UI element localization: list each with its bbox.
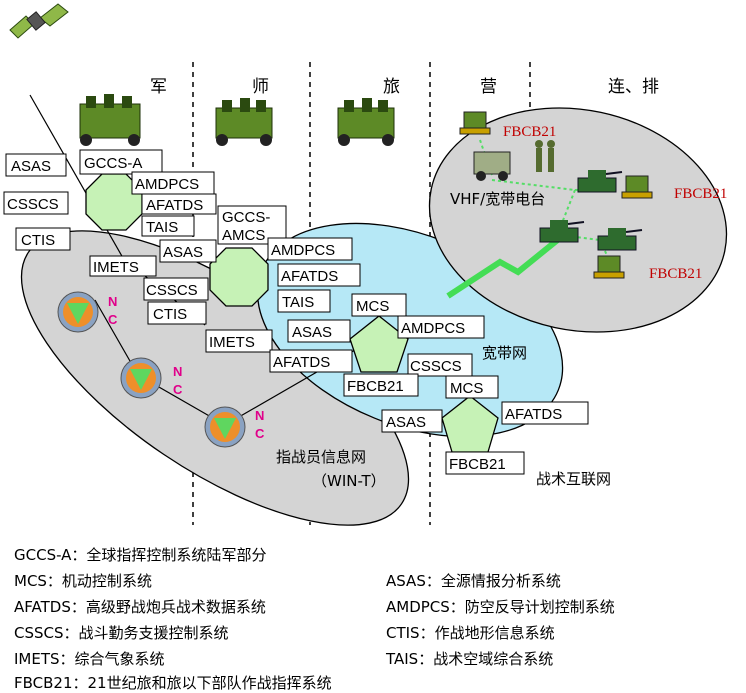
nc-node-icon xyxy=(204,406,246,448)
label-afatds: AFATDS xyxy=(281,268,338,285)
tank-icon xyxy=(577,170,623,193)
label-fbcb21: FBCB21 xyxy=(449,456,506,473)
level-army: 军 xyxy=(150,77,167,97)
level-brigade: 旅 xyxy=(383,77,400,97)
company-fbcb21-label: FBCB21 xyxy=(649,266,702,282)
svg-text:C: C xyxy=(108,312,118,327)
label-asas: ASAS xyxy=(163,244,203,261)
company-fbcb21-label: FBCB21 xyxy=(503,124,556,140)
label-ctis: CTIS xyxy=(21,232,55,249)
svg-text:C: C xyxy=(173,382,183,397)
label-imets: IMETS xyxy=(209,334,255,351)
legend-item: ASAS：全源情报分析系统 xyxy=(386,572,561,590)
wint-network-label: （WIN-T） xyxy=(312,472,386,490)
label-csscs: CSSCS xyxy=(146,282,198,299)
legend-item: CTIS：作战地形信息系统 xyxy=(386,624,555,642)
label-amdpcs: AMDPCS xyxy=(135,176,199,193)
label-afatds: AFATDS xyxy=(505,406,562,423)
label-fbcb21: FBCB21 xyxy=(347,378,404,395)
svg-text:N: N xyxy=(108,294,117,309)
nc-label: NC NC NC xyxy=(108,294,265,441)
tactical-internet-label: 战术互联网 xyxy=(536,470,611,488)
tank-icon xyxy=(597,228,643,251)
legend-item: MCS：机动控制系统 xyxy=(14,572,152,590)
satellite-icon xyxy=(9,3,69,39)
label-mcs: MCS xyxy=(356,298,389,315)
tank-icon xyxy=(539,220,585,243)
legend-item: TAIS：战术空域综合系统 xyxy=(386,650,554,668)
label-afatds: AFATDS xyxy=(146,197,203,214)
label-gccs: GCCS- xyxy=(222,209,270,226)
division-command-octagon xyxy=(209,247,269,307)
label-asas: ASAS xyxy=(386,414,426,431)
laptop-icon xyxy=(593,255,625,279)
broadband-network-label: 宽带网 xyxy=(482,344,527,362)
label-tais: TAIS xyxy=(146,219,178,236)
army-command-octagon xyxy=(85,173,143,231)
label-ctis: CTIS xyxy=(153,306,187,323)
label-amdpcs: AMDPCS xyxy=(271,242,335,259)
network-diagram: 军 师 旅 营 连、排 xyxy=(3,3,727,526)
legend-item: AFATDS：高级野战炮兵战术数据系统 xyxy=(14,598,266,616)
soldiers-icon xyxy=(535,140,555,172)
vhf-radio-label: VHF/宽带电台 xyxy=(450,190,545,208)
label-asas: ASAS xyxy=(11,158,51,175)
legend-item: IMETS：综合气象系统 xyxy=(14,650,165,668)
division-hq-vehicle-icon xyxy=(215,98,273,146)
legend-item: FBCB21：21世纪旅和旅以下部队作战指挥系统 xyxy=(14,674,332,692)
nc-node-icon xyxy=(120,357,162,399)
legend-item: CSSCS：战斗勤务支援控制系统 xyxy=(14,624,229,642)
radio-link xyxy=(446,235,562,299)
label-csscs: CSSCS xyxy=(7,196,59,213)
label-tais: TAIS xyxy=(282,294,314,311)
battalion-system-labels: MCS ASAS AFATDS FBCB21 xyxy=(381,375,589,475)
label-csscs: CSSCS xyxy=(410,358,462,375)
svg-text:N: N xyxy=(173,364,182,379)
label-afatds: AFATDS xyxy=(273,354,330,371)
label-asas: ASAS xyxy=(292,324,332,341)
division-system-labels: GCCS- AMCS AMDPCS AFATDS CSSCS TAIS CTIS… xyxy=(143,205,361,373)
brigade-system-labels: MCS AMDPCS CSSCS FBCB21 xyxy=(343,293,485,397)
level-company: 连、排 xyxy=(608,77,659,97)
svg-text:N: N xyxy=(255,408,264,423)
label-mcs: MCS xyxy=(450,380,483,397)
humvee-icon xyxy=(473,151,511,181)
laptop-icon xyxy=(621,175,653,199)
company-fbcb21-label: FBCB21 xyxy=(674,186,727,202)
wint-network-label: 指战员信息网 xyxy=(276,448,366,466)
army-hq-vehicle-icon xyxy=(79,94,141,146)
laptop-icon xyxy=(459,111,491,135)
level-division: 师 xyxy=(252,77,269,97)
legend-item: AMDPCS：防空反导计划控制系统 xyxy=(386,598,615,616)
label-amcs: AMCS xyxy=(222,227,265,244)
label-amdpcs: AMDPCS xyxy=(401,320,465,337)
svg-text:C: C xyxy=(255,426,265,441)
nc-node-icon xyxy=(57,291,99,333)
label-imets: IMETS xyxy=(93,259,139,276)
army-system-labels: ASAS GCCS-A CSSCS AMDPCS AFATDS TAIS CTI… xyxy=(3,149,217,277)
legend-item: GCCS-A：全球指挥控制系统陆军部分 xyxy=(14,546,267,564)
label-gccs-a: GCCS-A xyxy=(84,155,142,172)
brigade-hq-vehicle-icon xyxy=(337,98,395,146)
level-battalion: 营 xyxy=(480,77,497,97)
